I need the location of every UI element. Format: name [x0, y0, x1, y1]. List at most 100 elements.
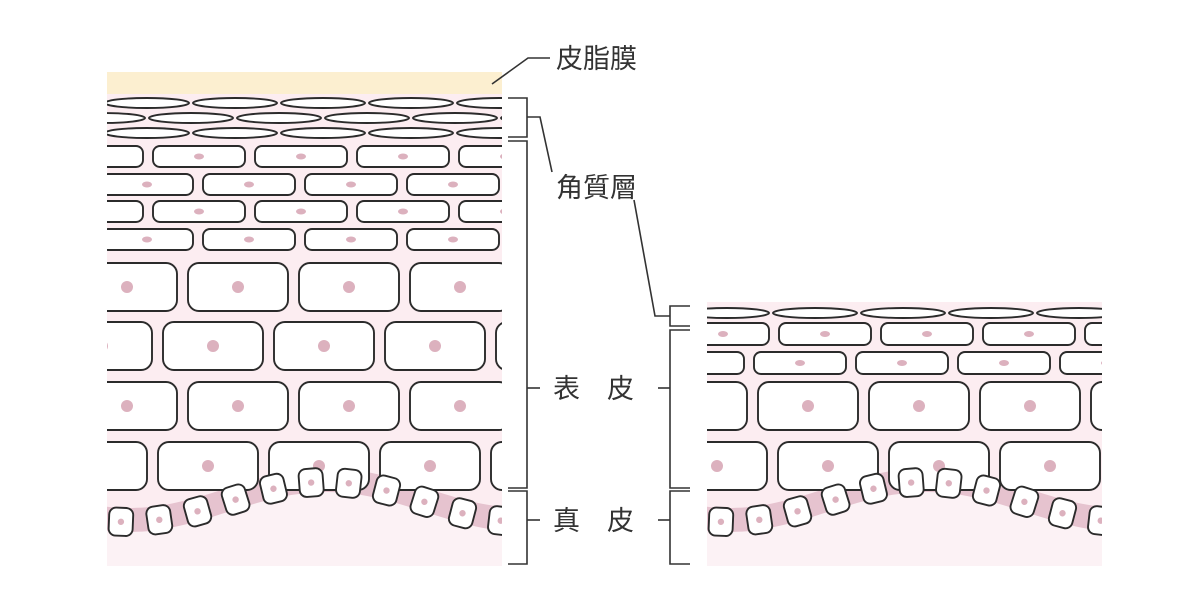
basal-cell-nucleus: [156, 516, 163, 523]
cell-nucleus: [602, 209, 612, 215]
epidermal-cell: [458, 145, 502, 168]
sebum-label: 皮脂膜: [556, 44, 637, 75]
corneocyte-cell: [107, 97, 190, 109]
skin-section-with-sebum: [92, 72, 653, 566]
basal-cell-nucleus: [459, 510, 466, 517]
cell-nucleus: [429, 340, 441, 352]
skin-section-without-sebum: [691, 302, 1167, 566]
basal-cell: [859, 472, 888, 505]
corneum-bracket-right: [669, 305, 690, 327]
epidermal-cell: [495, 322, 502, 370]
cell-nucleus: [1044, 460, 1056, 472]
basal-cell: [107, 506, 135, 537]
basal-cell: [782, 495, 813, 528]
basal-cell: [745, 504, 774, 536]
basal-cell: [1009, 485, 1040, 518]
cell-nucleus: [500, 209, 502, 214]
cell-nucleus: [1155, 460, 1167, 472]
cell-nucleus: [346, 236, 356, 243]
basal-cell-nucleus: [345, 480, 352, 487]
epidermal-cell: [1084, 322, 1102, 346]
cell-nucleus: [922, 331, 932, 337]
basal-cell-nucleus: [945, 480, 952, 487]
corneum-bracket-left: [508, 97, 528, 138]
cell-nucleus: [202, 460, 214, 472]
corneocyte-cell: [280, 127, 366, 139]
cell-nucleus: [318, 340, 330, 352]
epidermal-cell: [707, 351, 745, 375]
annotation-lines: [491, 57, 690, 565]
epidermis-bracket-right: [669, 329, 690, 489]
basal-cell-nucleus: [907, 479, 915, 486]
cell-nucleus: [424, 460, 436, 472]
cell-nucleus: [232, 400, 244, 412]
cell-nucleus: [500, 154, 502, 159]
dermis-bracket-right: [669, 490, 690, 565]
cell-nucleus: [398, 208, 408, 215]
epidermal-cell: [561, 201, 653, 222]
cell-nucleus: [1135, 400, 1147, 412]
corneocyte-cell: [107, 112, 146, 124]
cell-nucleus: [550, 237, 560, 243]
basal-cell-nucleus: [421, 498, 428, 506]
corneocyte-cell: [772, 307, 858, 319]
cell-nucleus: [693, 360, 703, 366]
basal-cell-nucleus: [270, 485, 277, 492]
epidermal-cell: [561, 146, 653, 167]
cell-nucleus: [1126, 331, 1136, 337]
epidermal-cell: [107, 441, 148, 491]
corneocyte-cell: [707, 307, 770, 319]
cell-nucleus: [718, 331, 728, 337]
cell-nucleus: [565, 281, 577, 293]
cell-nucleus: [398, 153, 408, 160]
cell-nucleus: [92, 209, 102, 215]
cell-nucleus: [913, 400, 925, 412]
cell-nucleus: [92, 154, 102, 160]
dermis-label: 真 皮: [553, 506, 634, 537]
basal-cell-nucleus: [1097, 517, 1102, 524]
corneocyte-cell: [1036, 307, 1102, 319]
basal-cell-nucleus: [117, 518, 125, 525]
basal-cell: [707, 506, 735, 537]
basal-cell: [1047, 497, 1078, 530]
corneocyte-cell: [107, 127, 190, 139]
epidermal-cell: [107, 262, 178, 312]
basal-cell: [820, 483, 851, 516]
basal-cell-nucleus: [983, 487, 990, 494]
basal-cell-nucleus: [1059, 510, 1066, 517]
cell-nucleus: [346, 181, 356, 188]
cell-nucleus: [244, 236, 254, 243]
cell-nucleus: [820, 331, 830, 337]
cell-nucleus: [448, 236, 458, 243]
corneocyte-cell: [412, 112, 498, 124]
basal-cell-nucleus: [832, 496, 839, 503]
cell-nucleus: [802, 400, 814, 412]
cell-nucleus: [691, 400, 703, 412]
cell-nucleus: [897, 360, 907, 366]
corneum-leader-right: [633, 199, 670, 317]
corneocyte-cell: [860, 307, 946, 319]
basal-cell: [1087, 505, 1102, 537]
basal-cell-nucleus: [194, 508, 201, 515]
dermis-region: [707, 492, 1102, 566]
cell-nucleus: [142, 181, 152, 188]
epidermal-cell: [107, 145, 144, 168]
basal-cell-nucleus: [870, 485, 877, 492]
cell-nucleus: [711, 460, 723, 472]
basal-cell: [409, 485, 440, 518]
epidermal-cell: [707, 441, 768, 491]
cell-nucleus: [194, 208, 204, 215]
basal-cell-nucleus: [1021, 498, 1028, 506]
basal-cell: [145, 504, 174, 536]
epidermal-cell: [707, 322, 770, 346]
epidermal-cell: [490, 441, 502, 491]
basal-cell: [935, 467, 963, 499]
dermis-bracket-left: [508, 490, 528, 565]
cell-nucleus: [244, 181, 254, 188]
basal-cell-nucleus: [794, 508, 801, 515]
basal-cell: [297, 467, 325, 498]
cell-nucleus: [232, 281, 244, 293]
corneocyte-cell: [280, 97, 366, 109]
basal-cell-nucleus: [717, 518, 725, 525]
